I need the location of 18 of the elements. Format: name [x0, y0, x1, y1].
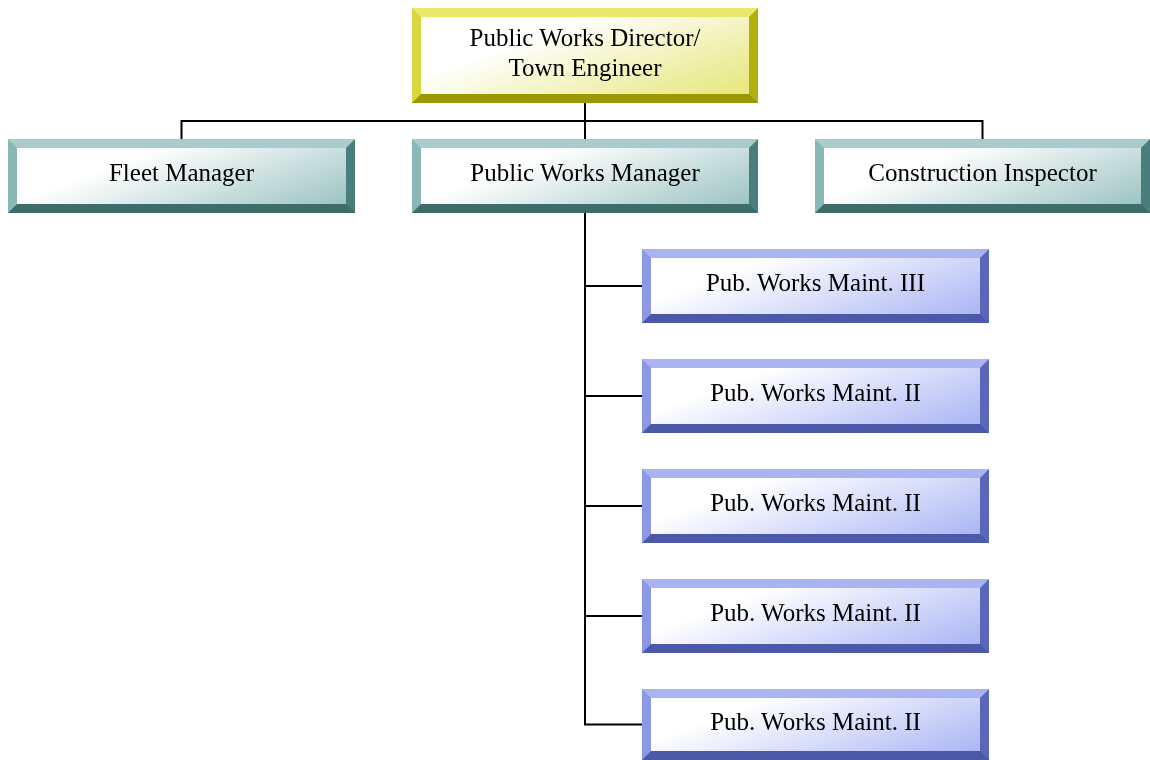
position-box — [642, 579, 989, 653]
position-title: Pub. Works Maint. II — [710, 706, 921, 737]
position-box — [8, 139, 355, 213]
position-title: Fleet Manager — [108, 158, 255, 188]
position-title: Pub. Works Maint. II — [710, 598, 921, 628]
position-box — [815, 139, 1150, 213]
position-box — [642, 249, 989, 323]
position-title: Pub. Works Maint. III — [705, 268, 925, 298]
position-box — [642, 469, 989, 543]
position-box — [412, 8, 758, 103]
position-title: Public Works Director/ Town Engineer — [468, 22, 702, 83]
position-title: Pub. Works Maint. II — [710, 488, 921, 518]
position-title: Construction Inspector — [868, 158, 1097, 188]
position-box — [642, 359, 989, 433]
position-box — [642, 689, 989, 760]
position-box — [412, 139, 758, 213]
position-title: Public Works Manager — [470, 158, 700, 188]
position-title: Pub. Works Maint. II — [710, 378, 921, 408]
